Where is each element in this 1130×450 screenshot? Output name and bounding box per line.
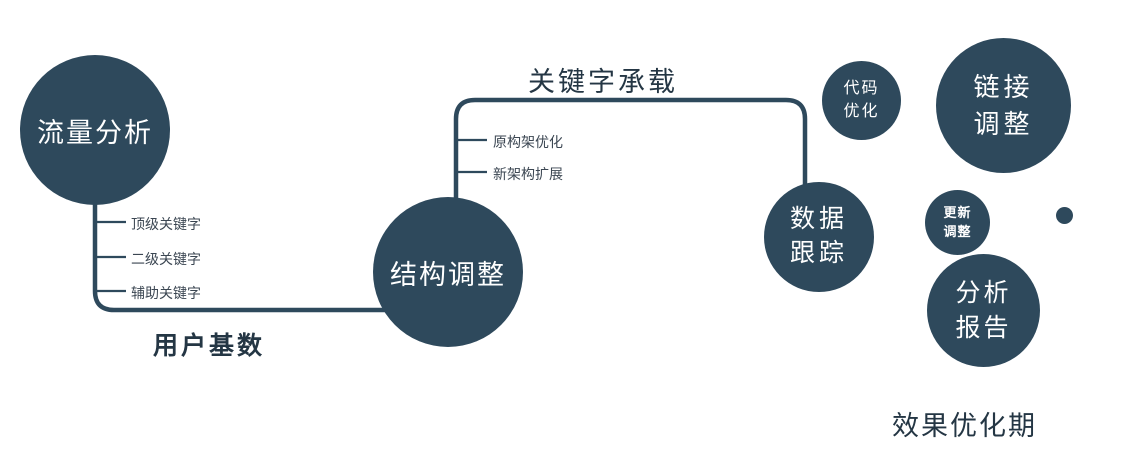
node-link-adjustment-label-line1: 链接	[973, 72, 1034, 103]
node-code-optimization: 代码 优化	[822, 61, 901, 140]
edge-label-keyword-carrying: 关键字承载	[528, 67, 678, 97]
node-traffic-analysis-label: 流量分析	[37, 117, 153, 148]
footer-label-effect-optimization-period: 效果优化期	[892, 411, 1037, 441]
node-data-tracking-label-line1: 数据	[789, 205, 848, 234]
node-update-adjustment: 更新 调整	[925, 190, 990, 255]
branch-label-auxiliary-keywords: 辅助关键字	[131, 285, 201, 301]
branch-label-second-level-keywords: 二级关键字	[131, 251, 201, 267]
edge-label-user-base: 用户基数	[153, 332, 266, 360]
branch-label-new-architecture-expansion: 新架构扩展	[493, 166, 563, 182]
edge-keyword-line	[453, 97, 808, 200]
node-traffic-analysis: 流量分析	[20, 55, 170, 205]
node-analysis-report: 分析 报告	[927, 254, 1040, 367]
edge-user-base-line	[92, 198, 395, 313]
branch-label-top-level-keywords: 顶级关键字	[131, 216, 201, 232]
node-link-adjustment: 链接 调整	[936, 38, 1071, 173]
node-data-tracking-label-line2: 跟踪	[789, 239, 848, 267]
node-code-optimization-label-line2: 优化	[843, 102, 880, 120]
node-structure-adjustment: 结构调整	[373, 197, 523, 347]
node-update-adjustment-label-line2: 调整	[943, 223, 972, 239]
branch-label-original-architecture-optimization: 原构架优化	[493, 134, 563, 150]
node-update-adjustment-label-line1: 更新	[943, 205, 972, 221]
node-analysis-report-label-line2: 报告	[955, 313, 1012, 342]
node-analysis-report-label-line1: 分析	[955, 278, 1012, 307]
node-structure-adjustment-label: 结构调整	[390, 259, 506, 290]
node-link-adjustment-label-line2: 调整	[973, 108, 1034, 139]
node-data-tracking: 数据 跟踪	[764, 182, 874, 292]
bullet-dot	[1056, 207, 1073, 224]
node-code-optimization-label-line1: 代码	[843, 80, 880, 98]
